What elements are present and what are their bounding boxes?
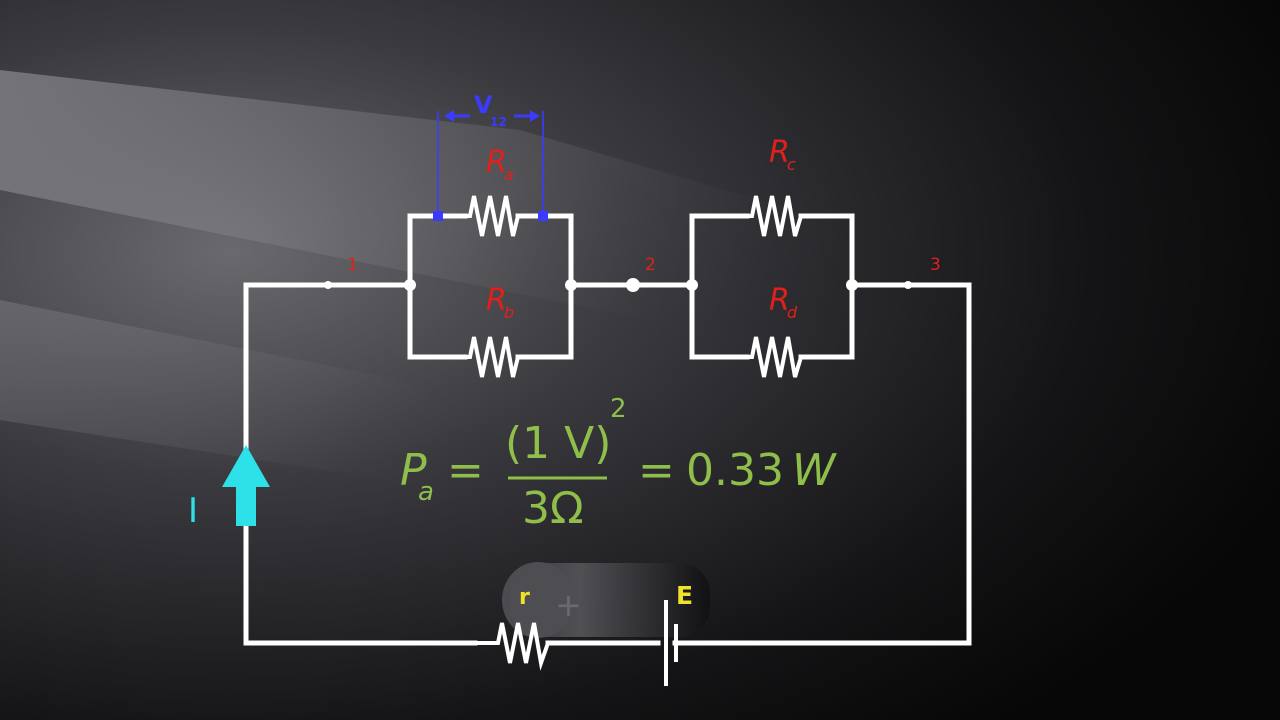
- probe-point: [538, 211, 548, 221]
- eq-equals-1: =: [447, 445, 484, 496]
- node-1-dot: [324, 281, 332, 289]
- label-r-internal: r: [519, 585, 530, 610]
- node-3-label: 3: [930, 255, 941, 275]
- eq-exponent: 2: [610, 394, 627, 424]
- eq-lhs-subscript: a: [418, 477, 434, 507]
- battery-graphic: +: [502, 562, 710, 638]
- label-rd-subscript: d: [787, 303, 798, 322]
- label-rd: R: [769, 283, 790, 318]
- arrow-right-icon: [530, 110, 540, 122]
- wire-rc-right: [798, 213, 855, 288]
- arrow-left-icon: [444, 110, 454, 122]
- probe-point: [433, 211, 443, 221]
- wire-rc-left: [689, 213, 750, 288]
- resistor-ra: [465, 195, 520, 237]
- junction-dot: [686, 279, 698, 291]
- wire-ra-left: [407, 213, 468, 288]
- power-equation: P a = (1 V) 2 3Ω = 0.33 W: [400, 394, 837, 534]
- label-rb-subscript: b: [504, 303, 514, 322]
- current-arrow: I: [188, 445, 270, 531]
- eq-denominator: 3Ω: [522, 483, 584, 534]
- resistor-rc: [747, 195, 803, 237]
- wire-rb-right: [515, 282, 574, 360]
- voltage-marker-v12: V 12: [433, 91, 548, 221]
- eq-equals-2: =: [638, 445, 675, 496]
- up-arrow-icon: [222, 445, 270, 526]
- wire-rd-left: [689, 282, 750, 360]
- label-rb: R: [486, 283, 507, 318]
- wire-rb-left: [407, 282, 468, 360]
- wire-ra-right: [515, 213, 574, 288]
- eq-result: 0.33: [686, 445, 784, 496]
- resistor-internal-r: [475, 622, 550, 671]
- junction-dot: [404, 279, 416, 291]
- resistor-rb: [465, 336, 520, 378]
- eq-numerator: (1 V): [505, 418, 611, 469]
- eq-lhs: P: [400, 445, 427, 496]
- wire-rd-right: [798, 282, 855, 360]
- junction-dot: [565, 279, 577, 291]
- battery-plus-icon: +: [555, 586, 582, 624]
- node-2-dot: [626, 278, 640, 292]
- current-label: I: [188, 491, 198, 531]
- junction-dot: [846, 279, 858, 291]
- light-streak: [0, 70, 1100, 330]
- resistor-rd: [747, 336, 803, 378]
- emf-label: E: [676, 581, 693, 610]
- node-2-label: 2: [645, 255, 656, 275]
- label-ra: R: [486, 145, 507, 180]
- label-ra-subscript: a: [504, 165, 514, 184]
- voltage-label: V: [474, 91, 493, 119]
- voltage-label-subscript: 12: [490, 115, 507, 129]
- node-3-dot: [904, 281, 912, 289]
- light-streak: [0, 300, 650, 520]
- label-rc-subscript: c: [787, 155, 796, 174]
- eq-unit: W: [792, 445, 837, 496]
- label-rc: R: [769, 135, 790, 170]
- node-1-label: 1: [347, 255, 358, 275]
